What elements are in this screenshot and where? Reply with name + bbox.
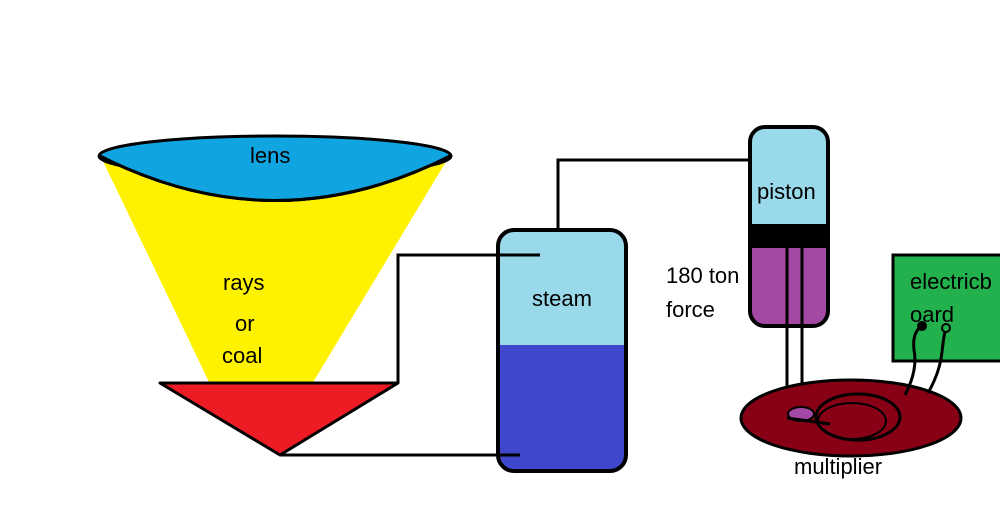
piston-label: piston [757,179,816,204]
multiplier-inner-coil [814,392,902,442]
rays-cone [100,155,450,384]
terminal-right [941,323,951,333]
electric-board [891,253,1000,363]
electric-label-line2: oard [910,302,954,327]
force-label-line1: 180 ton [666,263,739,288]
steam-label: steam [532,286,592,311]
lens-label: lens [250,143,290,168]
multiplier-label: multiplier [794,454,882,479]
steam-tank [496,228,628,473]
piston-cylinder [748,125,830,328]
wire-left [903,324,923,396]
or-label: or [235,311,255,336]
terminal-left [917,321,927,331]
lens [97,134,453,202]
pipe-burner-to-steam [396,253,540,383]
rays-label: rays [223,270,265,295]
pipe-steam-to-piston [556,158,750,232]
force-label-line2: force [666,297,715,322]
coal-label: coal [222,343,262,368]
burner-triangle [158,381,400,457]
piston-rod-tip [786,416,831,426]
electric-label-line1: electricb [910,269,992,294]
multiplier-disk [739,378,963,458]
